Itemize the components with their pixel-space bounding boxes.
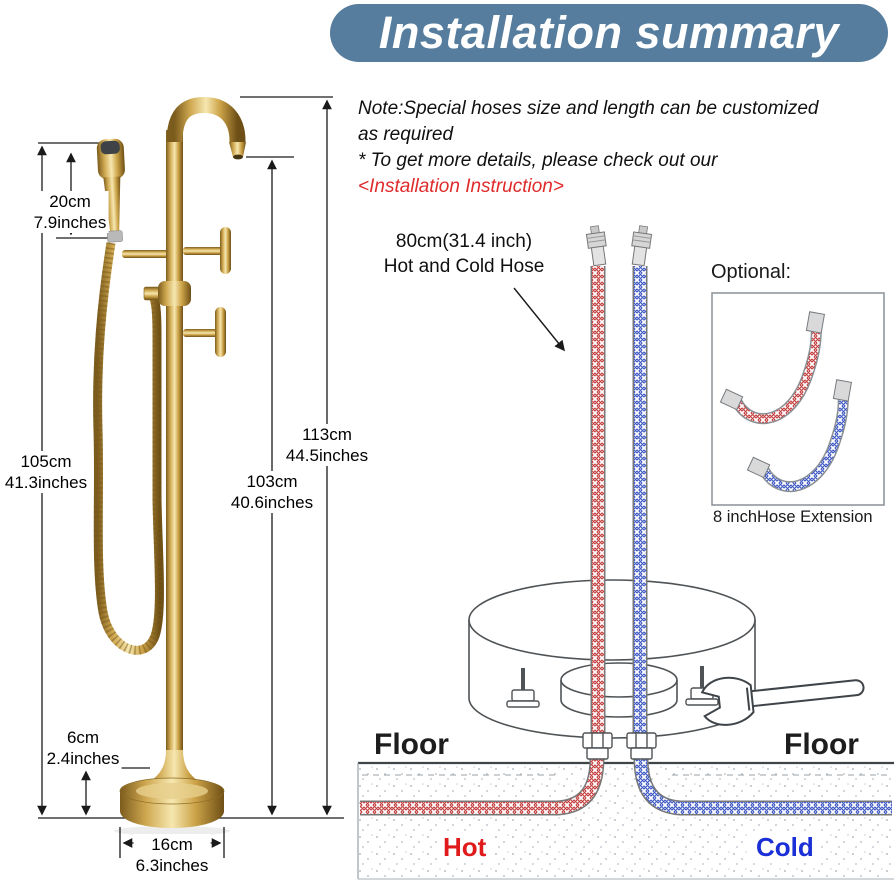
dim-base-height-cm: 6cm	[66, 728, 100, 747]
hose-callout-line1: 80cm(31.4 inch)	[395, 231, 533, 252]
note-line3: * To get more details, please check out …	[358, 150, 718, 171]
hose-extension-caption: 8 inchHose Extension	[713, 508, 873, 526]
dim-overall-left-cm: 105cm	[20, 452, 72, 471]
hose-floor-fittings	[582, 732, 657, 760]
hand-shower-wand	[96, 138, 125, 243]
floor-label-left: Floor	[374, 728, 449, 761]
hot-label: Hot	[437, 832, 493, 863]
faucet-illustration	[93, 96, 246, 836]
mounting-bolts	[506, 666, 719, 708]
floor-label-right: Floor	[784, 728, 859, 761]
dim-hand-shower-cm: 20cm	[49, 192, 91, 211]
base-shadow	[114, 826, 230, 836]
spout-outlet	[233, 154, 243, 160]
base-highlight	[136, 783, 208, 799]
faucet-body	[158, 281, 191, 306]
optional-label: Optional:	[711, 261, 792, 283]
optional-box	[711, 292, 885, 506]
page-title: Installation summary	[378, 7, 840, 58]
dim-hand-shower-inch: 7.9inches	[33, 213, 107, 232]
dim-spout-inch: 40.6inches	[230, 493, 314, 512]
dim-overall-right-inch: 44.5inches	[285, 446, 369, 465]
dim-base-width-inch: 6.3inches	[135, 856, 209, 875]
wrench	[700, 676, 865, 726]
dim-base-width: 16cm 6.3inches	[133, 834, 211, 876]
dim-overall-right-cm: 113cm	[302, 425, 352, 444]
note-line1: Note:Special hoses size and length can b…	[358, 98, 819, 119]
shower-hose-coil	[93, 242, 164, 655]
dim-overall-left: 105cm 41.3inches	[2, 451, 90, 493]
header-banner: Installation summary	[330, 4, 888, 62]
dim-base-height: 6cm 2.4inches	[44, 727, 122, 769]
dim-spout-cm: 103cm	[246, 472, 298, 491]
dim-base-width-cm: 16cm	[151, 835, 193, 854]
upper-handle	[183, 227, 231, 274]
spout-nozzle	[229, 142, 246, 157]
shower-hose-coil-texture	[93, 242, 164, 655]
wand-holder-arm	[122, 250, 170, 258]
dim-overall-right: 113cm 44.5inches	[283, 424, 371, 466]
note-block: Note:Special hoses size and length can b…	[358, 96, 819, 200]
dim-overall-left-inch: 41.3inches	[4, 473, 88, 492]
dim-base-height-inch: 2.4inches	[46, 749, 120, 768]
installation-instruction-link[interactable]: <Installation Instruction>	[358, 176, 564, 197]
dim-spout: 103cm 40.6inches	[228, 471, 316, 513]
cold-supply-hose	[631, 225, 653, 742]
installation-illustration	[357, 225, 894, 880]
hose-callout: 80cm(31.4 inch) Hot and Cold Hose	[384, 229, 545, 279]
lower-handle	[183, 307, 226, 357]
faucet-pole	[166, 130, 183, 772]
note-line2: as required	[358, 124, 454, 145]
hose-callout-arrow	[513, 287, 565, 352]
hose-callout-line2: Hot and Cold Hose	[383, 256, 545, 277]
hose-port	[143, 286, 160, 301]
gooseneck-spout	[166, 96, 246, 144]
hot-supply-hose	[585, 225, 607, 742]
cold-label: Cold	[750, 832, 820, 863]
dim-hand-shower: 20cm 7.9inches	[31, 191, 109, 233]
